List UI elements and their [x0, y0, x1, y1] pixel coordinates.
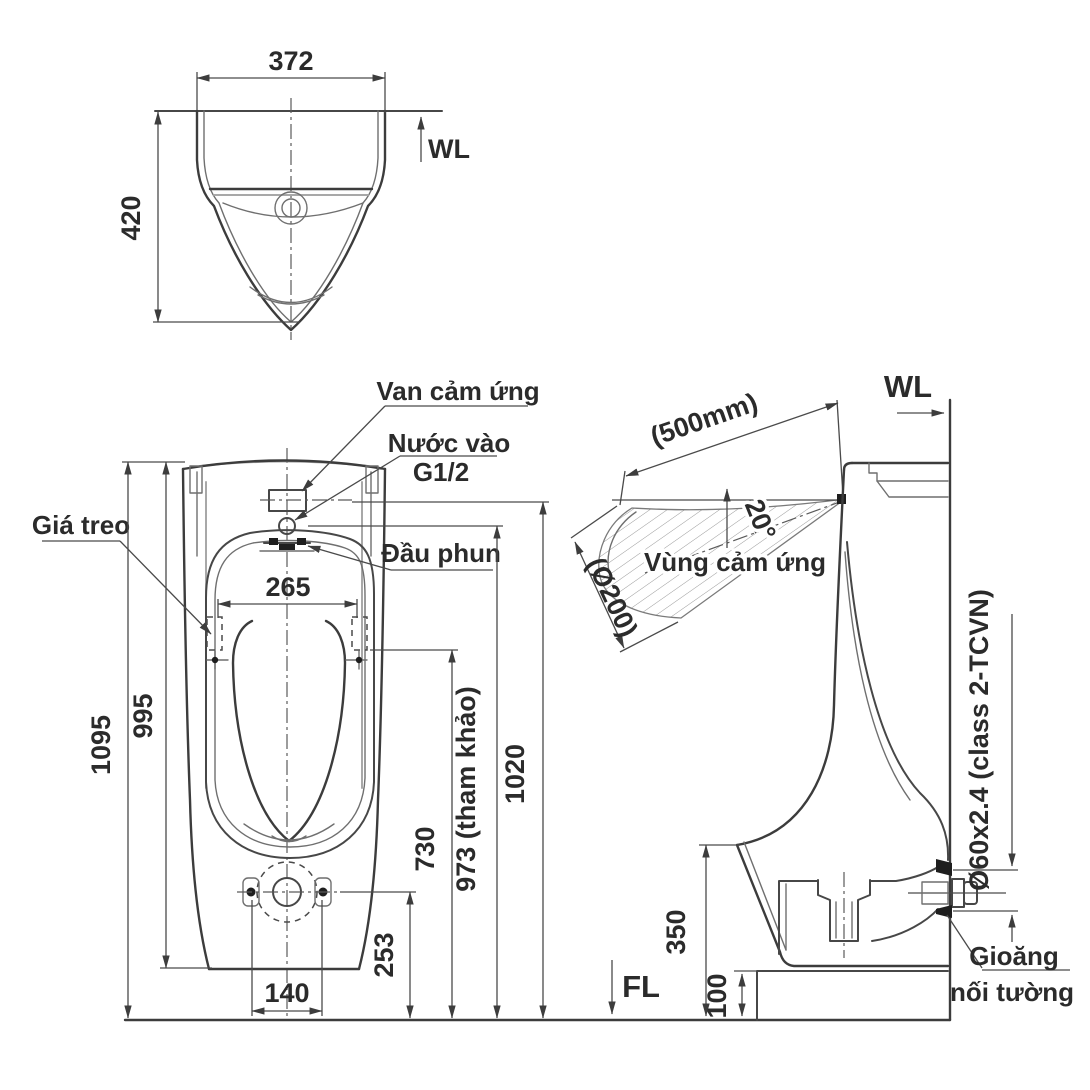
o60-spec-label: Ø60x2.4 (class 2-TCVN) [964, 589, 994, 891]
dim-500mm: (500mm) [647, 387, 762, 452]
nuoc-vao-label: Nước vào [388, 428, 511, 458]
dim-100: 100 [702, 973, 732, 1018]
vung-cam-ung-label: Vùng cảm ứng [644, 547, 826, 577]
sensor-cone: Vùng cảm ứng 20° (500mm) (Ø200) [570, 387, 846, 653]
fl-label: FL [622, 969, 660, 1004]
dim-265: 265 [265, 572, 310, 602]
top-view-drawing: 372 420 WL [116, 46, 470, 340]
dim-350: 350 [661, 909, 691, 954]
drain-assembly [237, 861, 340, 923]
front-body-outline [181, 459, 387, 971]
dim-973-tham-khao: 973 (tham khảo) [451, 686, 481, 892]
bolt-gasket [921, 859, 978, 918]
dim-1095: 1095 [86, 715, 116, 775]
dim-140: 140 [264, 978, 309, 1008]
g12-label: G1/2 [413, 457, 469, 487]
dau-phun-label: Đầu phun [381, 538, 501, 568]
front-view-dimensions: 265 1095 995 730 973 (tham khảo) 1020 25… [86, 461, 549, 1019]
top-view-dimensions: 372 420 WL [116, 46, 470, 323]
water-inlet-port [278, 517, 296, 535]
dim-1020: 1020 [500, 744, 530, 804]
front-view-drawing: Van cảm ứng Nước vào G1/2 Đầu phun Giá t… [32, 376, 549, 1019]
dim-372: 372 [268, 46, 313, 76]
dim-253: 253 [369, 932, 399, 977]
gioang-label: Gioăng [969, 941, 1059, 971]
side-body-outline [735, 461, 950, 968]
wl-top-label: WL [428, 134, 470, 164]
front-view-labels: Van cảm ứng Nước vào G1/2 Đầu phun Giá t… [32, 376, 540, 635]
spray-head [259, 538, 315, 552]
wl-side-label: WL [884, 369, 932, 404]
side-level-markers: WL FL [608, 369, 945, 1015]
dim-995: 995 [128, 693, 158, 738]
side-trap-outlet [778, 866, 1006, 958]
sensor-valve [260, 489, 352, 512]
dim-730: 730 [410, 826, 440, 871]
side-view-dimensions: 350 100 Ø60x2.4 (class 2-TCVN) Gioăng nố… [661, 589, 1074, 1018]
van-cam-ung-label: Van cảm ứng [376, 376, 539, 406]
front-bowl [205, 529, 375, 859]
side-view-drawing: WL FL Vùng cảm ứng 20° (500mm) (Ø200) [123, 369, 1074, 1022]
noi-tuong-label: nối tường [950, 977, 1074, 1007]
gia-treo-label: Giá treo [32, 510, 130, 540]
dim-420: 420 [116, 195, 146, 240]
base-plinth [756, 970, 949, 1021]
